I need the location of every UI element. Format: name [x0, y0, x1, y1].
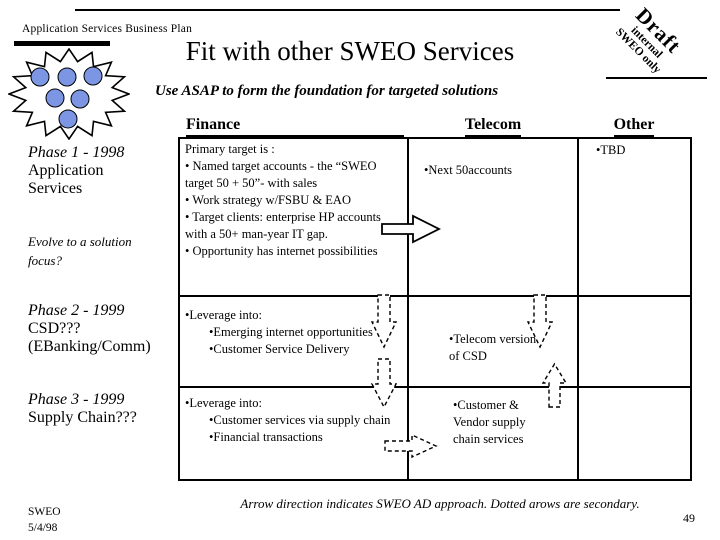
- phase-3-title: Phase 3 - 1999: [28, 391, 125, 408]
- cell-intro: Primary target is :: [185, 142, 275, 156]
- blue-dot-icon: [70, 89, 90, 109]
- cell-phase1-other: •TBD: [596, 143, 626, 157]
- dotted-down-arrow-icon: [370, 358, 398, 409]
- bullet-item: • Work strategy w/FSBU & EAO: [185, 193, 351, 207]
- footer-org-date: SWEO 5/4/98: [28, 505, 61, 536]
- top-right-rule: [606, 77, 707, 79]
- row-divider-1: [178, 295, 690, 297]
- slide-subtitle: Use ASAP to form the foundation for targ…: [155, 83, 499, 99]
- footer-date: 5/4/98: [28, 521, 58, 534]
- phase-2-block: Phase 2 - 1999 CSD??? (EBanking/Comm): [28, 302, 151, 356]
- column-header-telecom: Telecom: [408, 116, 578, 137]
- sub-bullet-item: •Financial transactions: [209, 430, 323, 444]
- sub-bullet-item: •Customer Service Delivery: [209, 342, 350, 356]
- cell-phase2-telecom: •Telecom version of CSD: [449, 332, 537, 363]
- solid-right-arrow-icon: [381, 214, 442, 244]
- phase-1-line: Services: [28, 180, 83, 197]
- column-header-other: Other: [578, 116, 690, 137]
- footer-note: Arrow direction indicates SWEO AD approa…: [240, 496, 640, 511]
- star-top-bar: [14, 41, 110, 46]
- phase-1-note: Evolve to a solution focus?: [28, 234, 132, 268]
- blue-dot-icon: [83, 66, 103, 86]
- column-header-finance: Finance: [186, 116, 408, 137]
- phase-3-block: Phase 3 - 1999 Supply Chain???: [28, 391, 137, 427]
- phase-2-title: Phase 2 - 1999: [28, 302, 125, 319]
- blue-dot-icon: [57, 67, 77, 87]
- bullet-item: • Target clients: enterprise HP accounts…: [185, 210, 381, 241]
- cell-intro: •Leverage into:: [185, 308, 262, 322]
- matrix-table-border: [178, 137, 692, 481]
- cell-phase3-finance: •Leverage into: •Customer services via s…: [185, 395, 400, 446]
- phase-1-title: Phase 1 - 1998: [28, 144, 125, 161]
- slide-title: Fit with other SWEO Services: [185, 36, 515, 66]
- phase-2-line: (EBanking/Comm): [28, 338, 151, 355]
- cell-phase1-telecom: •Next 50accounts: [424, 163, 513, 177]
- blue-dot-icon: [45, 88, 65, 108]
- dotted-right-arrow-icon: [384, 433, 438, 459]
- cell-phase3-telecom: •Customer & Vendor supply chain services: [453, 398, 526, 446]
- phase-1-block: Phase 1 - 1998 Application Services: [28, 144, 124, 198]
- bullet-item: • Named target accounts - the “SWEO targ…: [185, 159, 377, 190]
- sub-bullet-item: •Customer services via supply chain: [209, 413, 391, 427]
- phase-1-line: Application: [28, 162, 104, 179]
- row-divider-2: [178, 386, 690, 388]
- cell-phase1-finance: Primary target is : • Named target accou…: [185, 141, 404, 260]
- cell-phase2-finance: •Leverage into: •Emerging internet oppor…: [185, 307, 400, 358]
- sub-bullet-item: •Emerging internet opportunities: [209, 325, 373, 339]
- dotted-down-arrow-icon: [370, 294, 398, 349]
- top-rule: [75, 9, 620, 11]
- column-divider-telecom-other: [577, 137, 579, 479]
- blue-dot-icon: [58, 109, 78, 129]
- column-divider-finance-telecom: [407, 137, 409, 479]
- dotted-down-arrow-icon: [526, 294, 554, 349]
- slide-eyebrow: Application Services Business Plan: [22, 23, 193, 35]
- phase-2-line: CSD???: [28, 320, 81, 337]
- phase-3-line: Supply Chain???: [28, 409, 137, 426]
- dotted-up-arrow-icon: [541, 362, 568, 408]
- starburst-graphic: [6, 47, 132, 141]
- starburst-icon: [6, 47, 132, 141]
- cell-intro: •Leverage into:: [185, 396, 262, 410]
- page-number: 49: [683, 511, 695, 525]
- bullet-item: • Opportunity has internet possibilities: [185, 244, 378, 258]
- footer-org: SWEO: [28, 506, 61, 518]
- blue-dot-icon: [30, 67, 50, 87]
- draft-stamp: Draft internal SWEO only: [588, 0, 713, 101]
